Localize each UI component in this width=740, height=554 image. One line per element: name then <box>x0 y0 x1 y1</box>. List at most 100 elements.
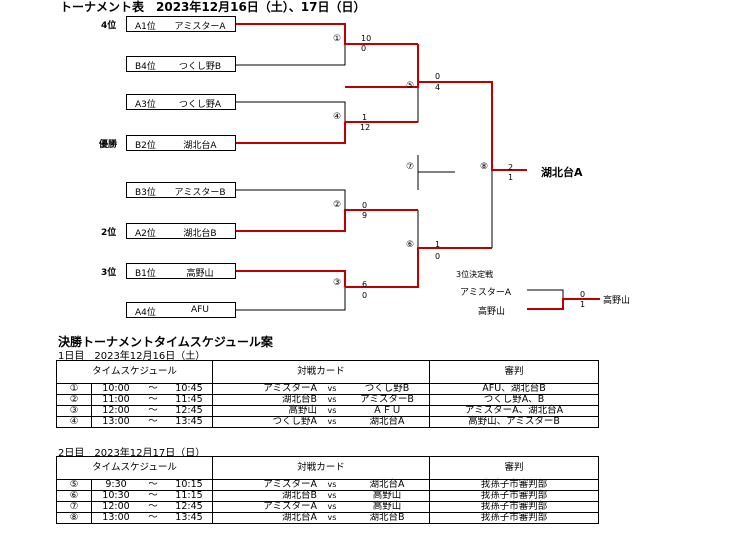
team-a-cell: アミスターA <box>212 479 319 491</box>
team-box: A4位 AFU <box>126 302 236 318</box>
team-box: B1位 高野山 <box>126 263 236 279</box>
team-b-cell: つくし野B <box>345 383 430 395</box>
schedule-table-day1: タイムスケジュール 対戦カード 審判 ① 10:00 ～ 10:45 アミスター… <box>56 360 599 428</box>
team-slot: B3位 <box>135 188 156 198</box>
team-b-cell: 高野山 <box>345 501 430 513</box>
match-score-bottom: 0 <box>362 291 368 300</box>
header-ref: 審判 <box>429 456 599 480</box>
end-time-cell: 13:45 <box>166 416 213 428</box>
team-slot: A1位 <box>135 22 156 32</box>
team-a-cell: つくし野A <box>212 416 319 428</box>
match-score-bottom: 4 <box>435 83 441 92</box>
team-a-cell: アミスターA <box>212 383 319 395</box>
day2-label: 2日目 2023年12月17日（日） <box>58 448 206 459</box>
vs-cell: vs <box>319 479 345 491</box>
referee-cell: 我孫子市審判部 <box>429 501 599 513</box>
team-slot: B2位 <box>135 141 156 151</box>
match-num-cell: ④ <box>56 416 92 428</box>
match-num-cell: ⑦ <box>56 501 92 513</box>
team-b-cell: 湖北台A <box>345 416 430 428</box>
tilde-cell: ～ <box>140 405 166 417</box>
team-b-cell: 湖北台A <box>345 479 430 491</box>
table-row: ⑧ 13:00 ～ 13:45 湖北台A vs 湖北台B 我孫子市審判部 <box>56 512 599 524</box>
team-slot: B1位 <box>135 269 156 279</box>
day1-label: 1日目 2023年12月16日（土） <box>58 351 206 362</box>
match-num-cell: ② <box>56 394 92 406</box>
team-box: A3位 つくし野A <box>126 94 236 110</box>
team-slot: B4位 <box>135 62 156 72</box>
start-time-cell: 13:00 <box>91 416 140 428</box>
match-num-cell: ③ <box>56 405 92 417</box>
referee-cell: 我孫子市審判部 <box>429 479 599 491</box>
team-slot: A2位 <box>135 229 156 239</box>
start-time-cell: 13:00 <box>91 512 140 524</box>
third-place-winner: 高野山 <box>603 296 631 306</box>
match-number: ① <box>333 34 342 44</box>
team-name: 湖北台B <box>183 229 217 239</box>
team-b-cell: 高野山 <box>345 490 430 502</box>
winner-line <box>236 270 346 287</box>
team-b-cell: アミスターB <box>345 394 430 406</box>
winner-line <box>236 23 418 45</box>
match-score-bottom: 0 <box>361 44 367 53</box>
match-number: ④ <box>333 112 342 122</box>
third-place-score-bottom: 1 <box>580 300 586 309</box>
match-score-bottom: 0 <box>435 252 441 261</box>
table-row: ⑦ 12:00 ～ 12:45 アミスターA vs 高野山 我孫子市審判部 <box>56 501 599 513</box>
table-row: ① 10:00 ～ 10:45 アミスターA vs つくし野B AFU、湖北台B <box>56 383 599 395</box>
vs-cell: vs <box>319 405 345 417</box>
bracket-line <box>236 44 346 66</box>
tilde-cell: ～ <box>140 383 166 395</box>
start-time-cell: 10:30 <box>91 490 140 502</box>
team-box: A1位 アミスターA <box>126 16 236 32</box>
team-name: 高野山 <box>186 269 214 279</box>
match-number: ⑦ <box>406 162 415 172</box>
team-a-cell: 湖北台B <box>212 490 319 502</box>
team-b-cell: 湖北台B <box>345 512 430 524</box>
table-row: ⑤ 9:30 ～ 10:15 アミスターA vs 湖北台A 我孫子市審判部 <box>56 479 599 491</box>
tilde-cell: ～ <box>140 394 166 406</box>
rank-label-3rd: 3位 <box>101 268 117 278</box>
bracket-line <box>236 101 346 122</box>
start-time-cell: 12:00 <box>91 501 140 513</box>
referee-cell: つくし野A、B <box>429 394 599 406</box>
winner-line <box>345 44 419 88</box>
match-score-top: 10 <box>361 34 372 43</box>
vs-cell: vs <box>319 394 345 406</box>
match-score-top: 6 <box>362 280 368 289</box>
champion-name: 湖北台A <box>541 166 583 179</box>
tilde-cell: ～ <box>140 490 166 502</box>
end-time-cell: 11:45 <box>166 394 213 406</box>
end-time-cell: 10:45 <box>166 383 213 395</box>
team-name: AFU <box>191 305 209 315</box>
tilde-cell: ～ <box>140 416 166 428</box>
bracket-line <box>345 87 419 123</box>
team-box: B4位 つくし野B <box>126 56 236 72</box>
team-box: B3位 アミスターB <box>126 182 236 198</box>
referee-cell: アミスターA、湖北台A <box>429 405 599 417</box>
table-row: ⑥ 10:30 ～ 11:15 湖北台B vs 高野山 我孫子市審判部 <box>56 490 599 502</box>
header-ref: 審判 <box>429 360 599 384</box>
tilde-cell: ～ <box>140 479 166 491</box>
start-time-cell: 10:00 <box>91 383 140 395</box>
table-row: ③ 12:00 ～ 12:45 高野山 vs ＡＦＵ アミスターA、湖北台A <box>56 405 599 417</box>
match-num-cell: ⑤ <box>56 479 92 491</box>
vs-cell: vs <box>319 501 345 513</box>
bracket-line <box>527 289 564 299</box>
match-number: ⑤ <box>406 81 415 91</box>
match-number: ② <box>333 200 342 210</box>
team-name: 湖北台A <box>183 141 217 151</box>
referee-cell: 我孫子市審判部 <box>429 512 599 524</box>
referee-cell: 我孫子市審判部 <box>429 490 599 502</box>
vs-cell: vs <box>319 490 345 502</box>
match-score-bottom: 9 <box>362 211 368 220</box>
end-time-cell: 10:15 <box>166 479 213 491</box>
header-card: 対戦カード <box>212 456 430 480</box>
header-time: タイムスケジュール <box>56 456 213 480</box>
table-header-row: タイムスケジュール 対戦カード 審判 <box>56 456 599 480</box>
start-time-cell: 9:30 <box>91 479 140 491</box>
end-time-cell: 13:45 <box>166 512 213 524</box>
match-number: ⑥ <box>406 240 415 250</box>
team-name: つくし野B <box>178 62 222 72</box>
winner-line <box>527 298 600 310</box>
